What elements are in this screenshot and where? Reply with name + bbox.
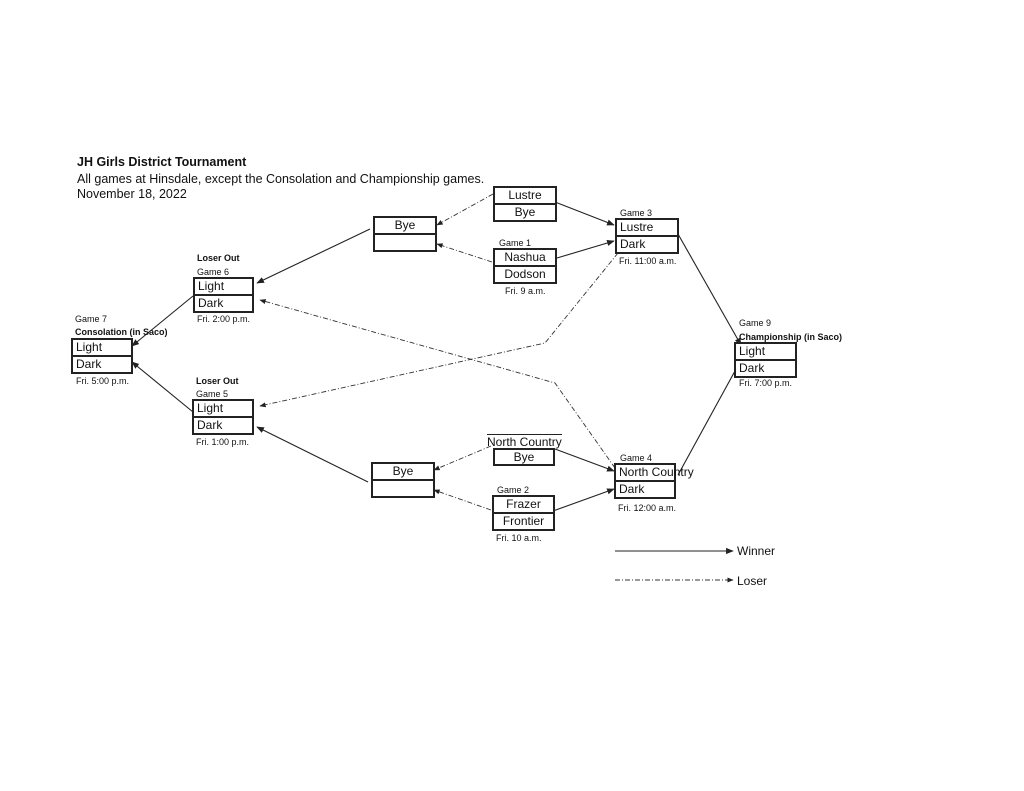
game9-box: Light Dark <box>734 342 797 378</box>
game5-note: Loser Out <box>196 376 239 386</box>
game1-time: Fri. 9 a.m. <box>505 286 546 296</box>
game3-team1: Lustre <box>620 220 654 234</box>
game9-title: Championship (in Saco) <box>739 332 843 342</box>
game3-box: Lustre Dark <box>615 218 679 254</box>
loser-line-game3-to-game5 <box>259 252 619 408</box>
bye-top-box: Bye <box>373 216 437 252</box>
top-seed-team: Lustre <box>508 188 542 202</box>
loser-line-seed-to-byebottom <box>433 445 492 471</box>
game4-box: North Country Dark <box>614 463 694 499</box>
winner-line-game3-to-game9 <box>677 233 742 346</box>
loser-line-game2-to-byebottom <box>433 489 492 511</box>
game6-note: Loser Out <box>197 253 240 263</box>
game9-label: Game 9 <box>739 318 772 328</box>
game3-label: Game 3 <box>620 208 653 218</box>
winner-line-game2-to-game4 <box>552 488 615 512</box>
bottom-seed-box: Bye <box>493 448 555 466</box>
loser-line-game1-to-byetop <box>436 243 493 263</box>
bottom-seed-opponent: Bye <box>513 450 535 464</box>
top-seed-opponent: Bye <box>495 203 555 220</box>
game4-team1: North Country <box>619 465 694 479</box>
bye-bottom-box: Bye <box>371 462 435 498</box>
game7-team2: Dark <box>73 355 131 372</box>
bye-top-team1: Bye <box>394 218 416 232</box>
game1-box: Nashua Dodson <box>493 248 557 284</box>
bye-top-team2 <box>375 233 435 250</box>
bottom-seed-team: North Country <box>487 434 562 449</box>
game2-box: Frazer Frontier <box>492 495 555 531</box>
game2-team1: Frazer <box>506 497 541 511</box>
legend-loser-label: Loser <box>737 574 768 588</box>
game5-box: Light Dark <box>192 399 254 435</box>
game1-label: Game 1 <box>499 238 532 248</box>
winner-line-seed-to-game4 <box>554 448 615 472</box>
game2-label: Game 2 <box>497 485 530 495</box>
winner-line-seed-to-game3 <box>554 201 615 226</box>
tournament-date: November 18, 2022 <box>77 187 187 201</box>
game9-team2: Dark <box>736 359 795 376</box>
game1-team2: Dodson <box>495 265 555 282</box>
game7-time: Fri. 5:00 p.m. <box>76 376 130 386</box>
game5-team2: Dark <box>194 416 252 433</box>
game6-label: Game 6 <box>197 267 230 277</box>
bye-bottom-team2 <box>373 479 433 496</box>
game4-team2: Dark <box>616 480 674 497</box>
winner-line-game4-to-game9 <box>677 359 742 476</box>
winner-line-byetop-to-game6 <box>256 228 371 284</box>
game6-time: Fri. 2:00 p.m. <box>197 314 251 324</box>
game6-team1: Light <box>198 279 225 293</box>
top-seed-box: Lustre Bye <box>493 186 557 222</box>
game7-team1: Light <box>76 340 103 354</box>
game3-team2: Dark <box>617 235 677 252</box>
game4-time: Fri. 12:00 a.m. <box>618 503 677 513</box>
game2-time: Fri. 10 a.m. <box>496 533 542 543</box>
game2-team2: Frontier <box>494 512 553 529</box>
game5-team1: Light <box>197 401 224 415</box>
game5-time: Fri. 1:00 p.m. <box>196 437 250 447</box>
game7-title: Consolation (in Saco) <box>75 327 168 337</box>
game3-time: Fri. 11:00 a.m. <box>619 256 677 266</box>
loser-line-seed-to-byetop <box>436 193 494 226</box>
winner-line-game6-to-game7 <box>131 295 194 347</box>
game7-box: Light Dark <box>71 338 133 374</box>
tournament-subtitle: All games at Hinsdale, except the Consol… <box>77 172 485 186</box>
game5-label: Game 5 <box>196 389 229 399</box>
winner-line-game5-to-game7 <box>131 361 194 413</box>
game6-team2: Dark <box>195 294 252 311</box>
game4-label: Game 4 <box>620 453 653 463</box>
tournament-title: JH Girls District Tournament <box>77 155 247 169</box>
bye-bottom-team1: Bye <box>392 464 414 478</box>
game7-label: Game 7 <box>75 314 108 324</box>
winner-line-game1-to-game3 <box>556 240 615 259</box>
game6-box: Light Dark <box>193 277 254 313</box>
game1-team1: Nashua <box>504 250 546 264</box>
game9-time: Fri. 7:00 p.m. <box>739 378 793 388</box>
legend-winner-label: Winner <box>737 544 776 558</box>
game9-team1: Light <box>739 344 766 358</box>
winner-line-byebottom-to-game5 <box>256 426 369 483</box>
loser-line-game4-to-game6 <box>259 299 616 469</box>
